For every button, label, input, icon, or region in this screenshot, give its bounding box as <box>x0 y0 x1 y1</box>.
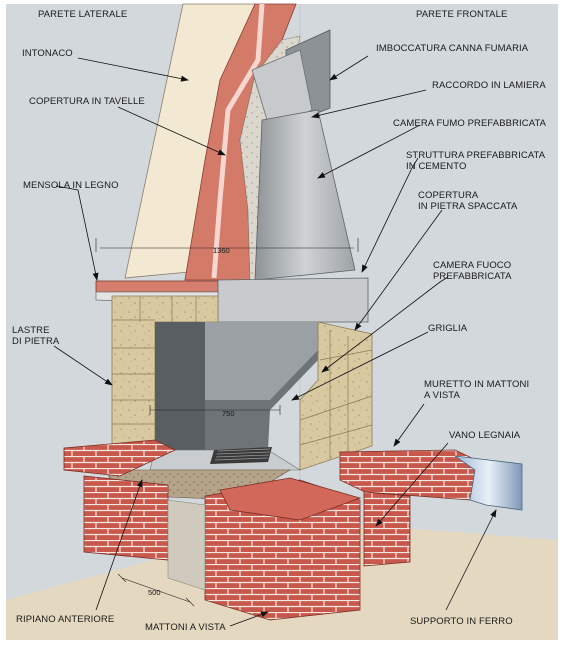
camera-fumo <box>254 109 356 281</box>
label-raccordo: RACCORDO IN LAMIERA <box>432 80 546 91</box>
label-mattoni-vista: MATTONI A VISTA <box>145 622 226 633</box>
label-copertura-tavelle: COPERTURA IN TAVELLE <box>29 96 145 107</box>
label-camera-fumo: CAMERA FUMO PREFABBRICATA <box>393 118 547 129</box>
mensola-legno <box>95 280 219 293</box>
label-imboccatura: IMBOCCATURA CANNA FUMARIA <box>376 43 529 54</box>
struttura-cemento <box>217 277 369 323</box>
label-mensola-legno: MENSOLA IN LEGNO <box>23 180 119 191</box>
label-supporto-ferro: SUPPORTO IN FERRO <box>410 616 513 627</box>
griglia <box>210 447 272 464</box>
label-intonaco: INTONACO <box>22 48 73 59</box>
stone-joints <box>112 296 197 425</box>
pilastro-destro <box>363 491 411 567</box>
dimension-750: 750 <box>222 409 235 418</box>
label-ripiano-anteriore: RIPIANO ANTERIORE <box>16 614 115 625</box>
stone-joints-right <box>299 330 373 460</box>
tavelle-hollows <box>211 3 265 279</box>
label-camera-fuoco: CAMERA FUOCO PREFABBRICATA <box>433 260 512 282</box>
leader-lines <box>53 55 497 627</box>
label-muretto: MURETTO IN MATTONI A VISTA <box>424 379 530 401</box>
brick-cap-left <box>63 439 176 477</box>
dimension-lines <box>95 238 359 607</box>
camera-fuoco-back <box>205 322 318 400</box>
label-griglia: GRIGLIA <box>428 323 468 334</box>
camera-fuoco-side <box>155 322 205 450</box>
label-lastre-pietra: LASTRE DI PIETRA <box>12 325 60 347</box>
raccordo-lamiera <box>251 49 313 131</box>
label-struttura: STRUTTURA PREFABBRICATA IN CEMENTO <box>406 150 546 172</box>
dimension-500: 500 <box>148 588 161 597</box>
label-parete-frontale: PARETE FRONTALE <box>416 9 508 20</box>
vano-legnaia <box>167 499 206 591</box>
pillar-cap <box>219 477 362 521</box>
pilastro-sinistro <box>83 475 169 561</box>
supporto-ferro <box>454 455 523 511</box>
label-vano-legnaia: VANO LEGNAIA <box>449 430 521 441</box>
mattoni-a-vista <box>204 479 361 621</box>
label-parete-laterale: PARETE LATERALE <box>38 9 128 20</box>
dimension-1360: 1360 <box>213 246 230 255</box>
label-copertura-pietra: COPERTURA IN PIETRA SPACCATA <box>418 190 518 212</box>
